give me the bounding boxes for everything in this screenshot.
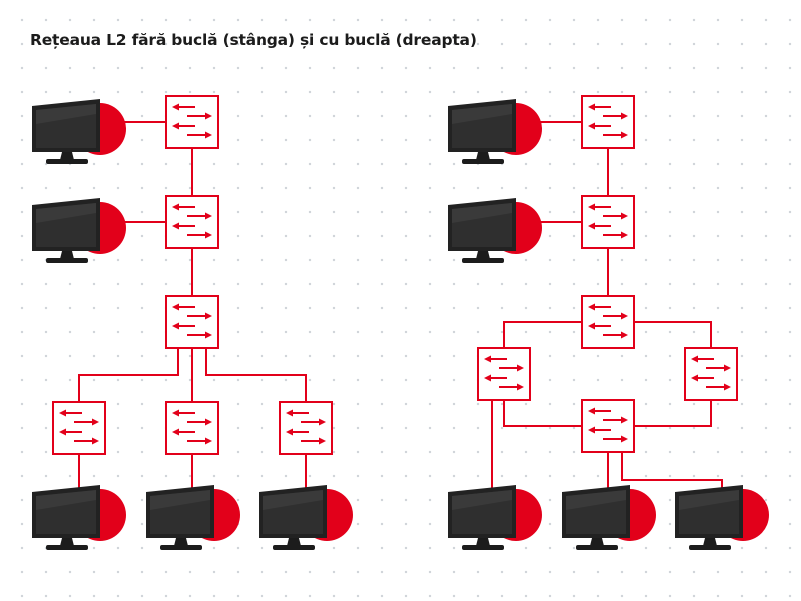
diagram-title: Rețeaua L2 fără buclă (stânga) și cu buc… (30, 31, 477, 49)
computer-icon (146, 485, 240, 550)
left-network (32, 95, 353, 550)
right-network (448, 95, 769, 550)
switch-icon (165, 401, 219, 455)
computer-icon (32, 485, 126, 550)
computer-icon (32, 198, 126, 263)
switch-icon (52, 401, 106, 455)
computer-icon (448, 485, 542, 550)
switch-icon (279, 401, 333, 455)
right-links (491, 121, 723, 500)
computer-icon (562, 485, 656, 550)
computer-icon (448, 198, 542, 263)
left-links (78, 121, 307, 500)
computer-icon (448, 99, 542, 164)
switch-icon (684, 347, 738, 401)
switch-icon (581, 399, 635, 453)
computer-icon (32, 99, 126, 164)
switch-icon (581, 295, 635, 349)
computer-icon (259, 485, 353, 550)
switch-icon (165, 195, 219, 249)
computer-icon (675, 485, 769, 550)
switch-icon (165, 95, 219, 149)
switch-icon (581, 95, 635, 149)
switch-icon (581, 195, 635, 249)
switch-icon (477, 347, 531, 401)
switch-icon (165, 295, 219, 349)
